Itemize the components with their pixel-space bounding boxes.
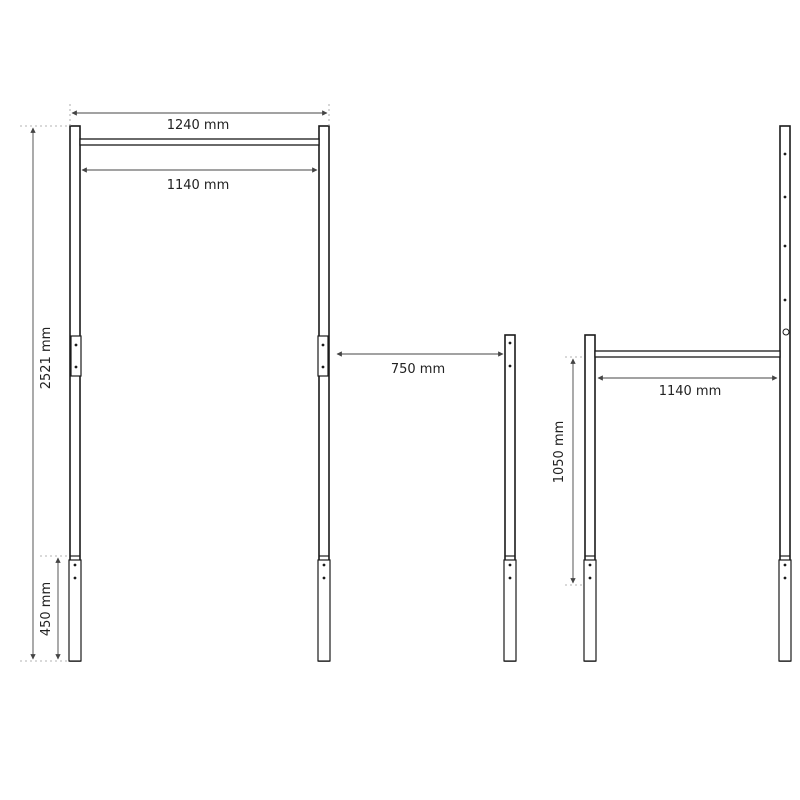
bolt <box>73 576 77 580</box>
right-frame-sleeve-right <box>778 559 792 662</box>
bolt <box>322 563 326 567</box>
dim-label-outer-width: 1240 mm <box>167 118 230 133</box>
bolt <box>508 341 512 345</box>
middle-post-sleeve <box>503 559 517 662</box>
bolt <box>74 365 78 369</box>
dim-label-post-spacing: 750 mm <box>391 362 445 377</box>
left-frame-sleeve-left <box>68 559 82 662</box>
bolt <box>783 195 787 199</box>
dim-label-bar-height: 1050 mm <box>552 421 567 484</box>
dim-label-inner-width: 1140 mm <box>167 178 230 193</box>
bolt <box>321 365 325 369</box>
left-frame-pullup-bar <box>79 138 320 146</box>
bolt <box>783 244 787 248</box>
left-frame-bracket-left <box>70 335 82 377</box>
left-frame-sleeve-right <box>317 559 331 662</box>
right-frame <box>583 125 792 662</box>
bolt <box>74 343 78 347</box>
bolt <box>783 298 787 302</box>
bolt <box>588 576 592 580</box>
bolt <box>73 563 77 567</box>
dim-label-inner-width-right: 1140 mm <box>659 384 722 399</box>
bolt <box>783 563 787 567</box>
right-frame-sleeve-left <box>583 559 597 662</box>
left-frame <box>68 125 331 662</box>
bolt <box>783 152 787 156</box>
bolt <box>508 576 512 580</box>
bolt <box>508 563 512 567</box>
left-frame-bracket-right <box>317 335 329 377</box>
right-frame-pullup-bar <box>594 350 781 358</box>
bolt <box>508 364 512 368</box>
bolt <box>783 576 787 580</box>
bolt <box>588 563 592 567</box>
bolt <box>782 328 790 336</box>
bolt <box>322 576 326 580</box>
bolt <box>321 343 325 347</box>
dim-label-sleeve-height: 450 mm <box>39 582 54 636</box>
middle-post <box>503 334 517 662</box>
dim-label-total-height: 2521 mm <box>39 327 54 390</box>
